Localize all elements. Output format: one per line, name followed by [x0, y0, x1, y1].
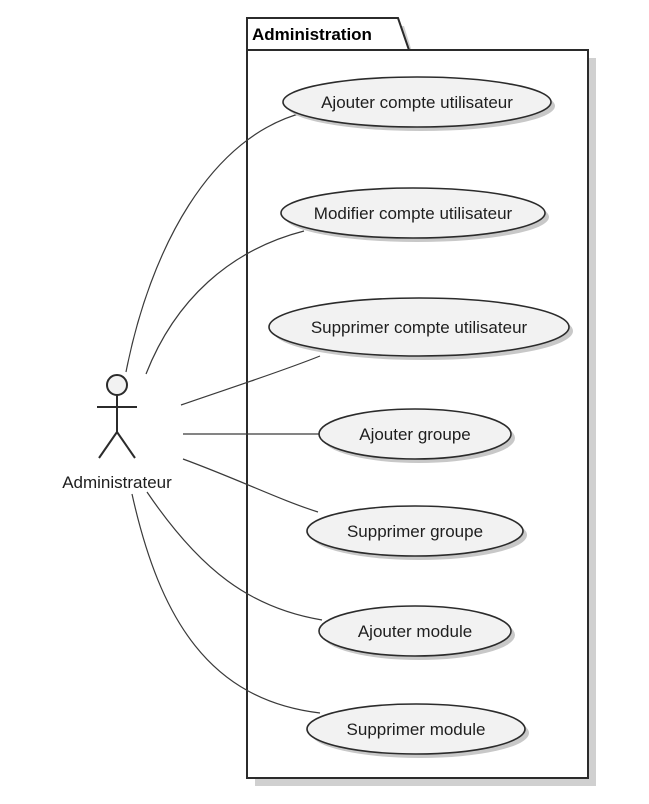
use-case-label: Ajouter groupe [359, 425, 471, 444]
actor-head-icon [106, 374, 128, 396]
use-case-ellipse [318, 408, 512, 460]
use-case-supprimer-compte-utilisateur: Supprimer compte utilisateur [268, 297, 573, 360]
use-case-ellipse [282, 76, 552, 128]
use-case-ellipse [268, 297, 570, 357]
association-line [131, 493, 321, 714]
package-administration: Administration [246, 17, 596, 786]
use-case-ajouter-compte-utilisateur: Ajouter compte utilisateur [282, 76, 555, 131]
use-case-ellipse [306, 703, 526, 755]
associations [125, 111, 323, 714]
use-case-ajouter-groupe: Ajouter groupe [318, 408, 515, 463]
use-case-ajouter-module: Ajouter module [318, 605, 515, 660]
use-case-label: Supprimer groupe [347, 522, 483, 541]
use-case-label: Supprimer compte utilisateur [311, 318, 528, 337]
use-case-label: Modifier compte utilisateur [314, 204, 513, 223]
actor-administrateur [97, 374, 137, 459]
association-line [125, 111, 307, 373]
use-case-label: Ajouter module [358, 622, 472, 641]
use-case-supprimer-groupe: Supprimer groupe [306, 505, 527, 560]
association-line [146, 491, 323, 621]
use-case-ellipse [318, 605, 512, 657]
association-line [180, 355, 321, 406]
association-line [182, 458, 319, 513]
actor-left-leg [98, 431, 118, 459]
actor-name: Administrateur [62, 473, 172, 492]
use-case-modifier-compte-utilisateur: Modifier compte utilisateur [280, 187, 549, 242]
package-title: Administration [252, 25, 372, 44]
association-line [145, 230, 305, 375]
use-case-ellipse [306, 505, 524, 557]
use-case-ellipse [280, 187, 546, 239]
use-case-label: Ajouter compte utilisateur [321, 93, 513, 112]
actor-right-leg [116, 431, 136, 459]
use-case-supprimer-module: Supprimer module [306, 703, 529, 758]
use-case-label: Supprimer module [347, 720, 486, 739]
